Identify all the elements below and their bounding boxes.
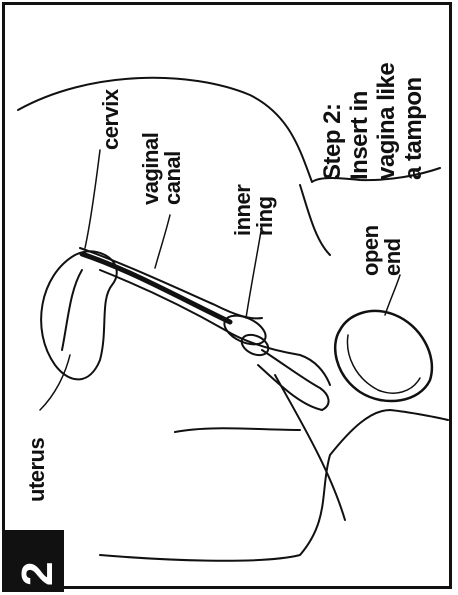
vaginal-canal-leader-line [155, 215, 170, 268]
step-line-3: a tampon [401, 63, 428, 180]
thigh-crease-line [175, 428, 300, 432]
vaginal-canal-wall-lower [100, 270, 330, 385]
hand-outline [275, 375, 345, 520]
label-open-end: open end [360, 225, 404, 276]
step-number: 2 [16, 562, 60, 586]
label-uterus: uterus [26, 438, 48, 502]
step-line-1: Insert in [347, 63, 374, 180]
finger-upper [262, 350, 329, 410]
step-number-badge: 2 [2, 530, 64, 592]
label-inner-ring: inner ring [232, 185, 276, 236]
open-end-leader-line [385, 275, 400, 315]
step-line-2: vagina like [374, 63, 401, 180]
perineum-contour [300, 185, 330, 255]
open-end-ring-fill [347, 335, 420, 393]
step-title: Step 2: [320, 63, 347, 180]
uterus-inner-line [62, 270, 82, 350]
vaginal-canal-wall-upper [80, 248, 262, 318]
uterus-leader-line [40, 355, 70, 410]
label-vaginal-canal: vaginal canal [140, 133, 184, 205]
inner-ring-leader-line [246, 225, 262, 318]
body-outline-thigh [100, 410, 448, 561]
uterus-shape [41, 251, 117, 379]
label-cervix: cervix [100, 89, 122, 150]
cervix-leader-line [85, 150, 100, 248]
step-instruction: Step 2: Insert in vagina like a tampon [320, 63, 428, 180]
